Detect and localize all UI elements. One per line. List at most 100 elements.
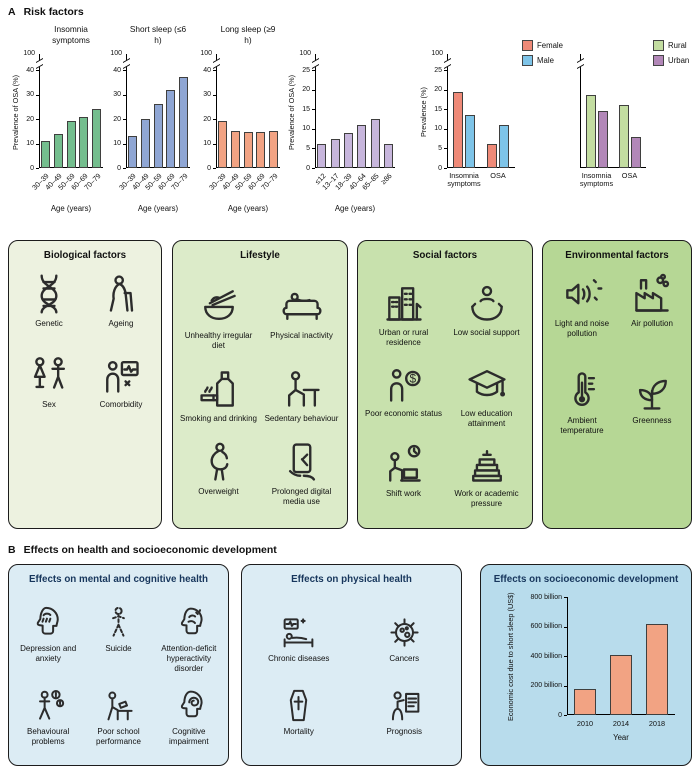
y-tick	[444, 148, 447, 150]
x-axis-label: Age (years)	[334, 204, 376, 213]
legend-label: Male	[537, 56, 554, 65]
bar	[243, 132, 253, 168]
box-grid: Unhealthy irregular diet Physical inactiv…	[173, 264, 347, 525]
factor-label: Unhealthy irregular diet	[184, 330, 253, 350]
light-noise-icon	[560, 272, 604, 316]
environmental-factors-box: Environmental factors Light and noise po…	[542, 240, 692, 529]
factor-item: Light and noise pollution	[547, 272, 617, 339]
bar	[92, 109, 102, 168]
factor-label: Ageing	[108, 318, 134, 328]
sedentary-icon	[280, 367, 324, 411]
bar	[79, 116, 89, 168]
bar	[40, 141, 50, 168]
factor-item: Sex	[13, 353, 85, 410]
factor-item: Attention-deficit hyperactivity disorder	[154, 604, 224, 674]
y-tick-label: 600 billion	[530, 623, 562, 630]
y-tick-label: 800 billion	[530, 593, 562, 601]
bar-urban	[597, 111, 608, 168]
factor-label: Cancers	[389, 654, 420, 664]
factor-label: Mortality	[283, 727, 314, 737]
depression-icon	[30, 604, 67, 641]
x-axis-label: Age (years)	[50, 204, 92, 213]
y-tick-label: 0	[207, 164, 211, 172]
y-tick	[564, 597, 567, 598]
panel-a-letter: A	[8, 6, 16, 18]
bar	[357, 124, 367, 168]
box-title: Effects on socioeconomic development	[493, 574, 679, 585]
factor-item: Ambient temperature	[547, 369, 617, 436]
y-tick-label: 20	[26, 115, 34, 123]
factor-item: $Poor economic status	[362, 362, 445, 429]
factor-item: Physical inactivity	[260, 284, 343, 351]
factor-item: Poor school performance	[83, 687, 153, 747]
y-tick	[213, 70, 216, 71]
legend-label: Urban	[668, 56, 690, 65]
academic-pressure-icon	[465, 442, 509, 486]
x-axis-label: Age (years)	[227, 204, 269, 213]
y-tick-label: 10	[203, 140, 211, 147]
y-tick	[123, 143, 126, 145]
y-axis-max-label: 100	[110, 50, 122, 57]
residence-icon	[382, 281, 426, 325]
y-tick	[564, 656, 567, 657]
digital-media-icon	[280, 440, 324, 484]
x-axis-label: Year	[613, 733, 629, 742]
y-tick	[36, 70, 39, 71]
y-tick	[564, 626, 567, 628]
factor-label: Prognosis	[386, 727, 423, 737]
y-tick-label: 20	[434, 86, 442, 94]
factor-item: Prognosis	[352, 687, 458, 737]
factor-label: Poor school performance	[96, 727, 141, 747]
cognitive-icon	[170, 687, 207, 724]
y-tick	[312, 89, 315, 91]
plot-area	[580, 70, 646, 168]
y-tick-label: 25	[302, 66, 310, 74]
x-tick-label: 2018	[648, 719, 666, 728]
shift-work-icon	[382, 442, 426, 486]
bar-urban	[630, 136, 641, 168]
y-tick	[312, 70, 315, 71]
education-icon	[465, 362, 509, 406]
dna-icon	[27, 272, 71, 316]
y-tick-label: 40	[113, 66, 121, 74]
y-tick-label: 400 billion	[530, 652, 562, 660]
y-tick-label: 0	[117, 164, 121, 172]
legend-item-urban: Urban	[653, 55, 689, 66]
bar	[256, 132, 266, 168]
factor-item: Cancers	[352, 614, 458, 664]
legend-swatch	[522, 55, 533, 66]
factor-item: Suicide	[83, 604, 153, 674]
overweight-icon	[197, 440, 241, 484]
y-tick	[213, 168, 216, 169]
factor-item: Urban or rural residence	[362, 281, 445, 348]
socioeconomic-development-box: Effects on socioeconomic development Eco…	[480, 564, 692, 766]
box-title: Environmental factors	[565, 250, 669, 261]
factor-item: Low social support	[445, 281, 528, 348]
y-tick	[123, 70, 126, 71]
factor-label: Poor economic status	[365, 408, 442, 418]
mortality-icon	[280, 687, 317, 724]
bar	[370, 119, 380, 168]
y-tick-label: 15	[302, 105, 310, 113]
legend-item-rural: Rural	[653, 40, 689, 51]
bar	[317, 144, 327, 168]
box-title: Effects on mental and cognitive health	[28, 574, 209, 585]
chart-title: Short sleep (≤6 h)	[129, 24, 187, 45]
bar	[269, 131, 279, 168]
y-tick	[213, 119, 216, 120]
factor-label: Smoking and drinking	[180, 413, 257, 423]
y-tick	[564, 685, 567, 687]
factor-item: Low education attainment	[445, 362, 528, 429]
greenness-icon	[630, 369, 674, 413]
inactivity-icon	[280, 284, 324, 328]
factor-item: Overweight	[177, 440, 260, 507]
y-tick-label: 0	[306, 164, 310, 172]
factor-item: Sedentary behaviour	[260, 367, 343, 424]
physical-health-box: Effects on physical health Chronic disea…	[241, 564, 462, 766]
factor-item: Work or academic pressure	[445, 442, 528, 509]
